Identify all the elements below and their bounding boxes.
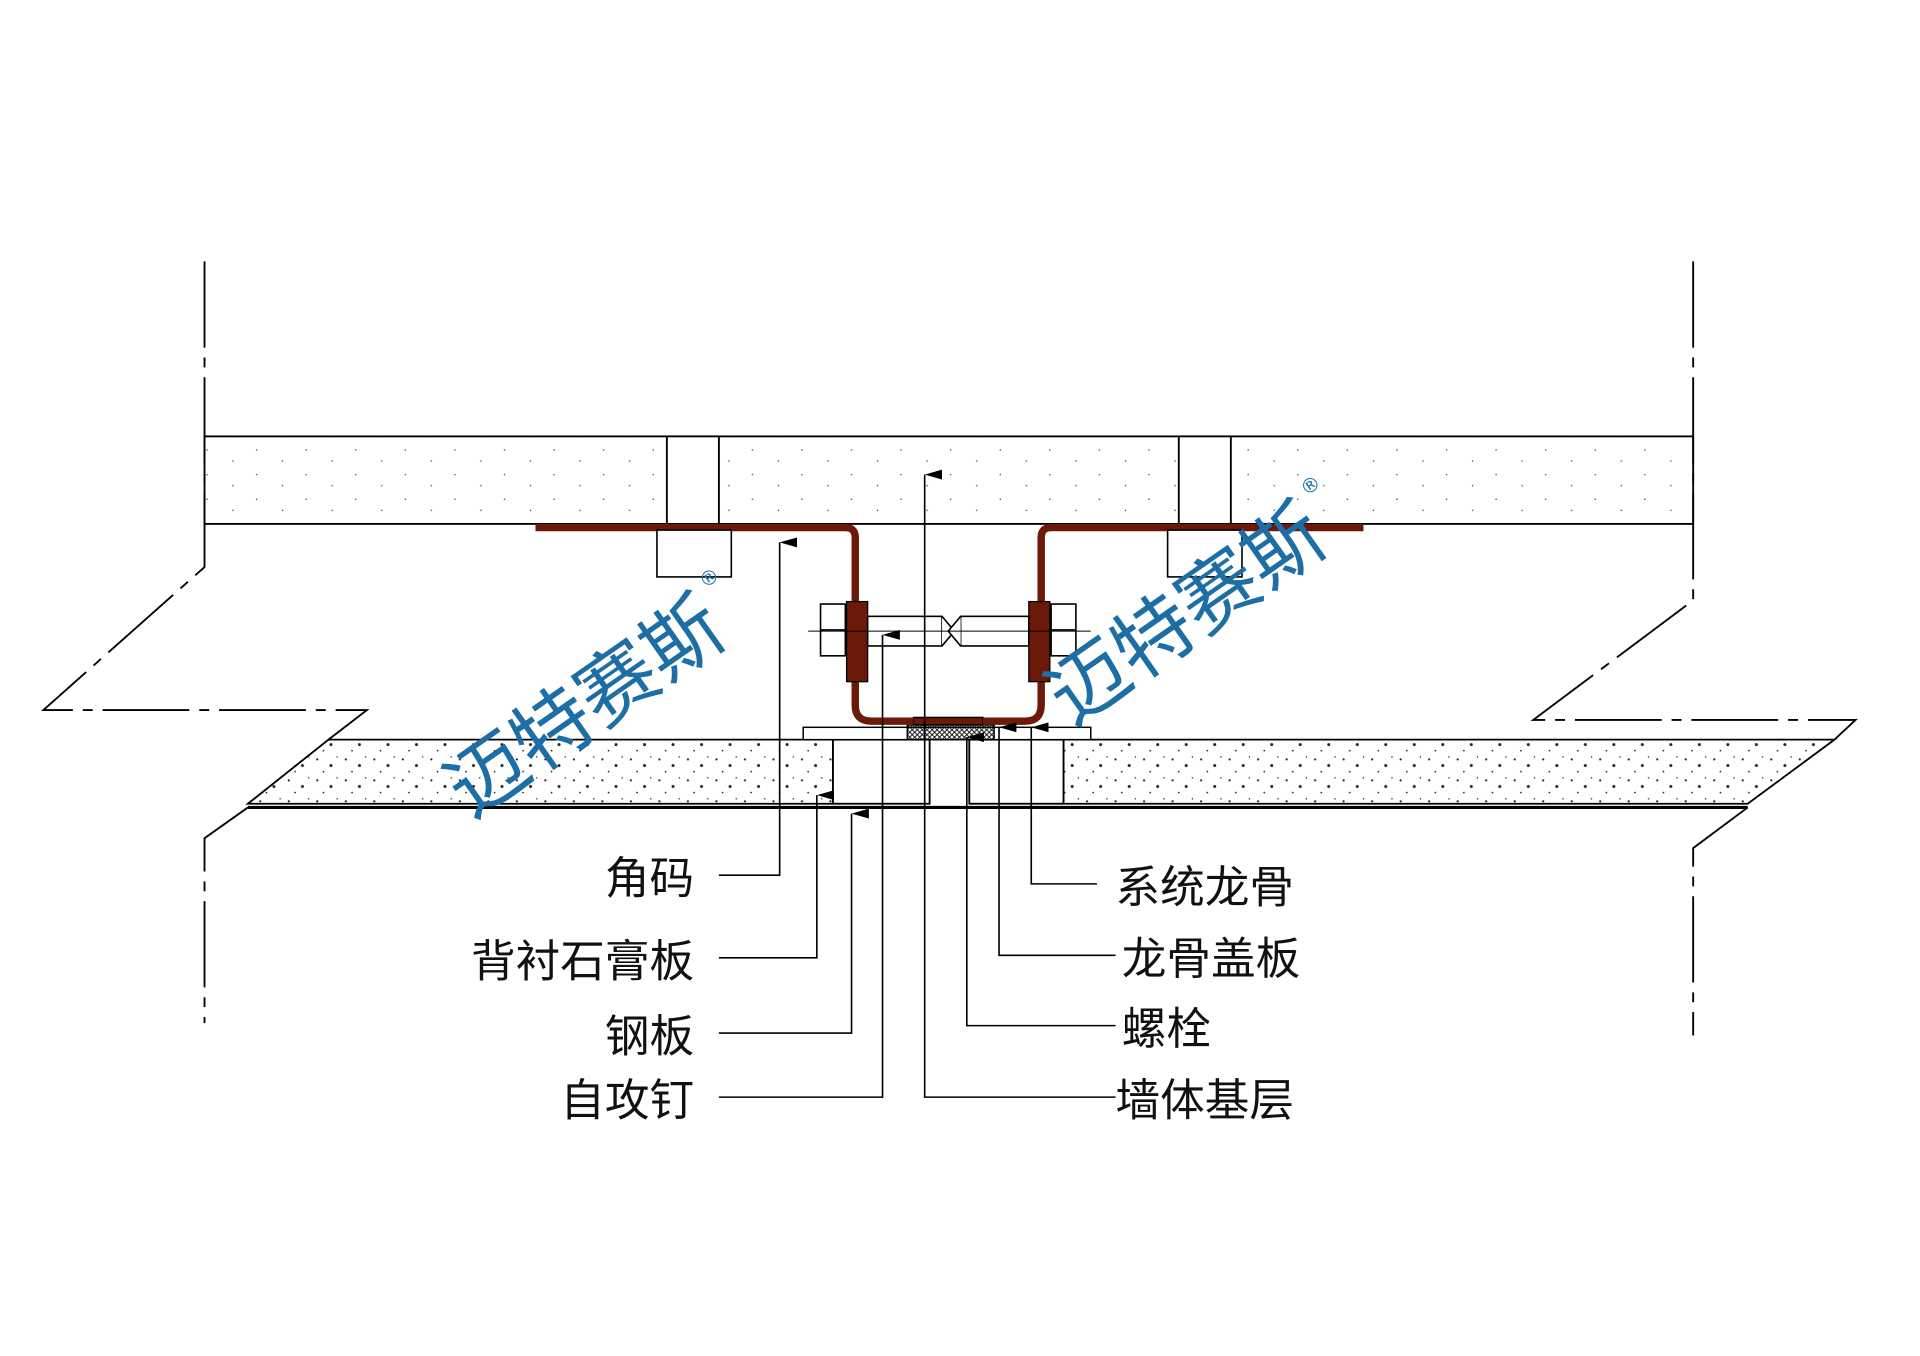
label-corner-bracket: 角码 xyxy=(605,854,694,905)
bolts xyxy=(656,529,1243,657)
label-wall-base: 墙体基层 xyxy=(1116,1076,1295,1127)
bracket-plates xyxy=(845,600,1051,683)
label-self-tapping-screw: 自攻钉 xyxy=(560,1076,694,1127)
label-gypsum-backing: 背衬石膏板 xyxy=(471,936,694,987)
label-keel-cover: 龙骨盖板 xyxy=(1122,934,1301,985)
label-bolt: 螺栓 xyxy=(1122,1004,1211,1055)
label-system-keel: 系统龙骨 xyxy=(1116,862,1295,913)
wall-base-layer xyxy=(245,738,1838,809)
upper-slab xyxy=(203,435,1695,525)
label-steel-plate: 钢板 xyxy=(605,1012,694,1063)
cover-plate xyxy=(802,716,1092,741)
leader-lines xyxy=(718,469,1116,1098)
break-lines xyxy=(40,261,1858,1036)
